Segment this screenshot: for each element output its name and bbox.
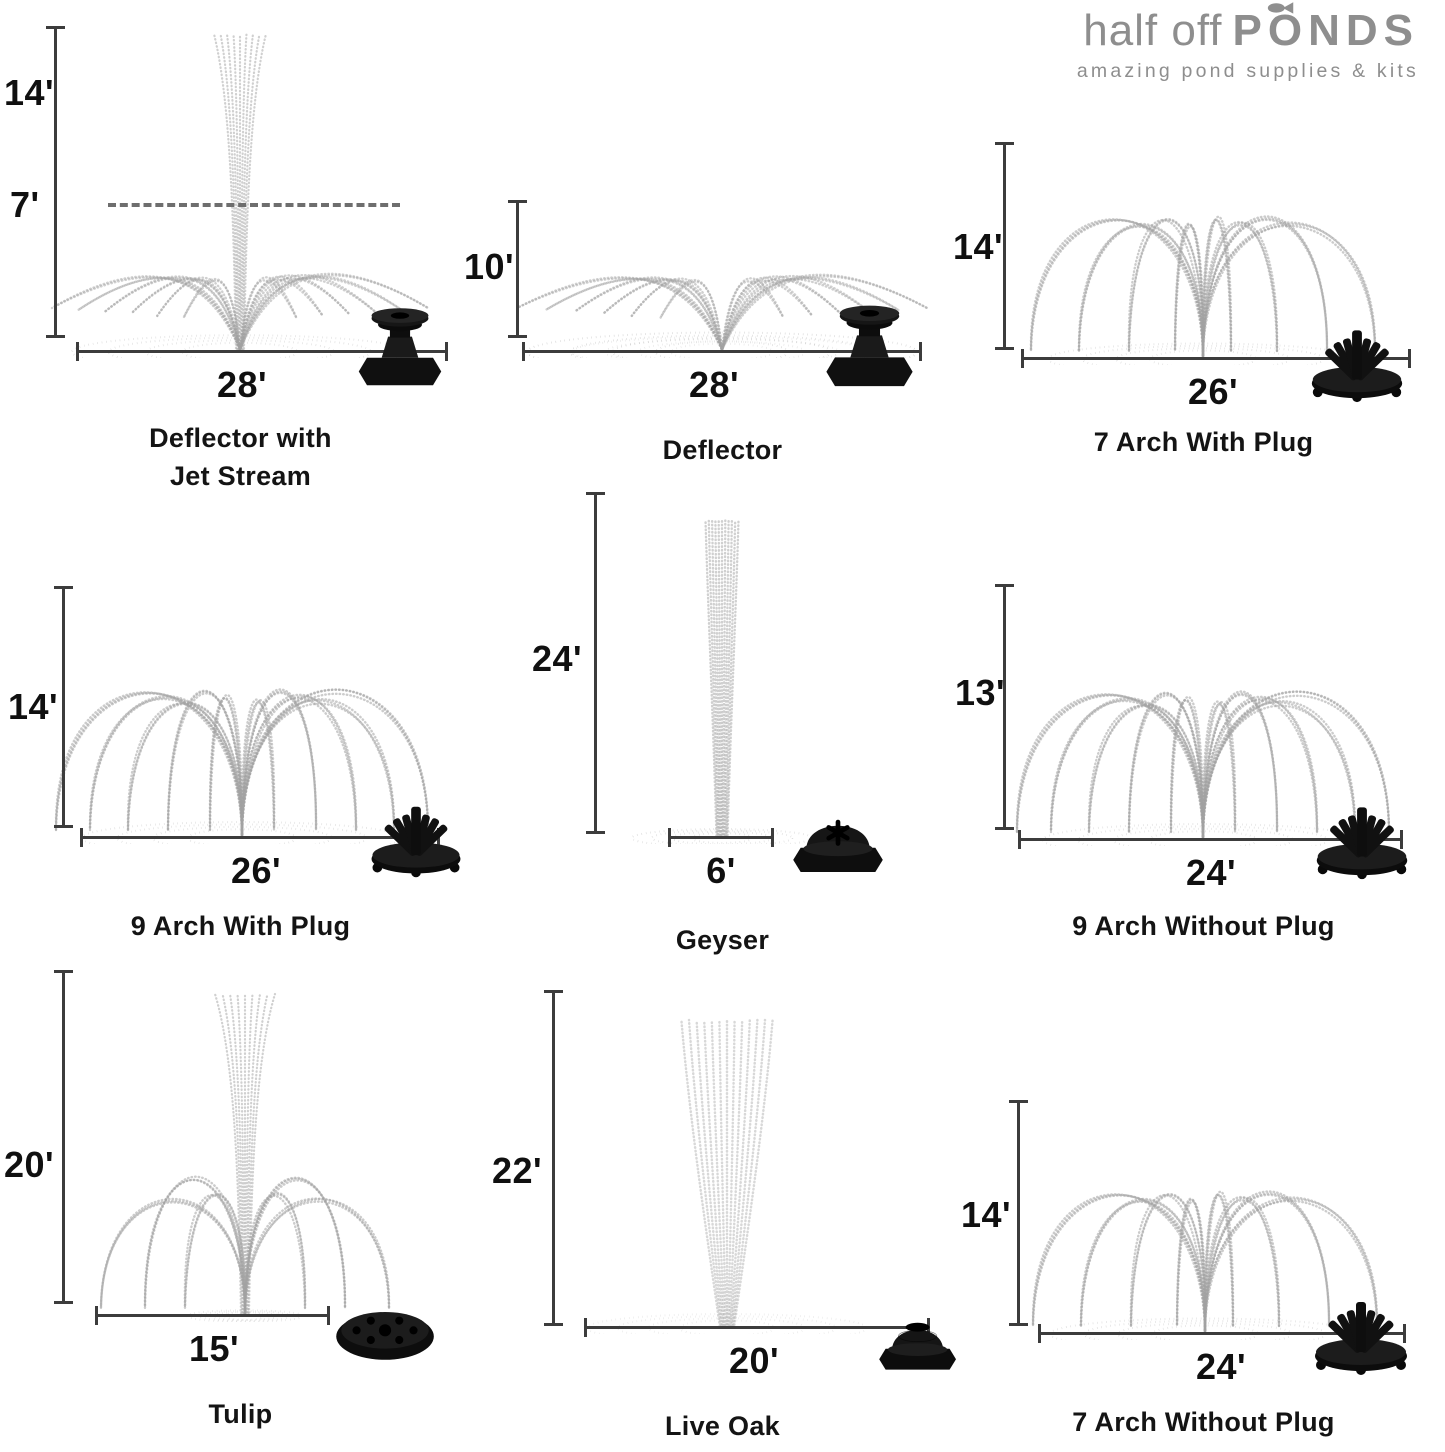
- deflector-jet-spray-illustration: [50, 32, 430, 358]
- width-label: 24': [1185, 852, 1237, 893]
- height-measure-line: [1009, 1100, 1028, 1326]
- height-measure-line: [54, 970, 73, 1304]
- width-measure-line: [1021, 349, 1411, 368]
- height-label: 14': [961, 1194, 1012, 1235]
- fountain-name: Deflector with Jet Stream: [149, 423, 332, 491]
- height-measure-line: [995, 142, 1014, 350]
- logo-prefix: half off: [1083, 6, 1223, 55]
- width-measure-line: [1018, 830, 1403, 849]
- width-label: 15': [188, 1328, 240, 1369]
- fountain-name: Deflector: [662, 435, 783, 465]
- cell-7-arch-without-plug: 14' 24' 7 Arch Without Plug: [961, 968, 1444, 1452]
- height-label: 24': [532, 638, 583, 679]
- cell-9-arch-without-plug: 13' 24' 9 Arch Without Plug: [955, 484, 1444, 968]
- fountain-name: 9 Arch With Plug: [130, 911, 351, 941]
- deflector-nozzle-image: [358, 308, 442, 386]
- nine-arch-spray-illustration: [1015, 690, 1391, 846]
- fountain-name: 9 Arch Without Plug: [1072, 911, 1335, 941]
- geyser-nozzle-image: [793, 819, 883, 872]
- width-measure-line: [1038, 1324, 1406, 1343]
- height-label: 14': [4, 72, 55, 113]
- cell-7-arch-with-plug: 14' 26' 7 Arch With Plug: [953, 0, 1444, 484]
- live-oak-spray-illustration: [586, 1018, 868, 1334]
- seven-foot-dashed-line: [108, 203, 400, 207]
- arch-cluster-nozzle-image: [1311, 330, 1403, 403]
- height-label: 14': [8, 686, 59, 727]
- fountain-name: Geyser: [675, 925, 770, 955]
- height-measure-line: [586, 492, 605, 834]
- live-oak-nozzle-image: [879, 1322, 956, 1370]
- fountain-name: Live Oak: [665, 1411, 780, 1441]
- width-measure-line: [95, 1306, 330, 1325]
- width-label: 6': [706, 850, 736, 891]
- height-label: 22': [492, 1150, 543, 1191]
- width-label: 28': [688, 364, 740, 405]
- height-measure-line: [995, 584, 1014, 830]
- seven-arch-spray-illustration: [1031, 1190, 1379, 1340]
- height-label: 14': [953, 226, 1004, 267]
- nine-arch-spray-illustration: [54, 688, 430, 844]
- cell-live-oak: 22' 20' Live Oak: [482, 968, 963, 1452]
- arch-cluster-nozzle-image: [1315, 1302, 1407, 1375]
- height-label: 10': [464, 246, 515, 287]
- logo-tagline: amazing pond supplies & kits: [1076, 59, 1419, 82]
- width-measure-line: [76, 342, 448, 361]
- cell-9-arch-with-plug: 14' 26' 9 Arch With Plug: [0, 484, 481, 968]
- secondary-height-label: 7': [10, 184, 40, 225]
- fish-icon: [1267, 2, 1294, 14]
- height-measure-line: [544, 990, 563, 1326]
- logo-wordmark: PONDS: [1232, 6, 1419, 55]
- tulip-nozzle-image: [336, 1312, 434, 1360]
- arch-cluster-nozzle-image: [1316, 807, 1408, 880]
- width-label: 26': [1187, 371, 1239, 412]
- cell-tulip: 20' 15' Tulip: [0, 968, 481, 1452]
- width-label: 28': [216, 364, 268, 405]
- cell-deflector: 10' 28' Deflector: [464, 0, 963, 484]
- width-label: 20': [728, 1340, 780, 1381]
- fountain-name: 7 Arch Without Plug: [1072, 1407, 1335, 1437]
- width-measure-line: [522, 342, 922, 361]
- deflector-nozzle-image: [826, 305, 913, 387]
- geyser-spray-illustration: [631, 518, 813, 844]
- height-label: 20': [4, 1144, 55, 1185]
- width-label: 24': [1195, 1346, 1247, 1387]
- height-measure-line: [54, 586, 73, 828]
- cell-deflector-with-jet-stream: 14' 7' 28' Deflector with Jet Stream: [0, 0, 481, 491]
- height-label: 13': [955, 672, 1006, 713]
- fountain-name: Tulip: [208, 1399, 273, 1429]
- width-measure-line: [668, 828, 774, 847]
- width-label: 26': [230, 850, 282, 891]
- fountain-name: 7 Arch With Plug: [1093, 427, 1314, 457]
- arch-cluster-nozzle-image: [371, 806, 461, 878]
- height-measure-line: [46, 26, 65, 338]
- cell-geyser: 24' 6' Geyser: [482, 484, 963, 968]
- height-measure-line: [508, 200, 527, 338]
